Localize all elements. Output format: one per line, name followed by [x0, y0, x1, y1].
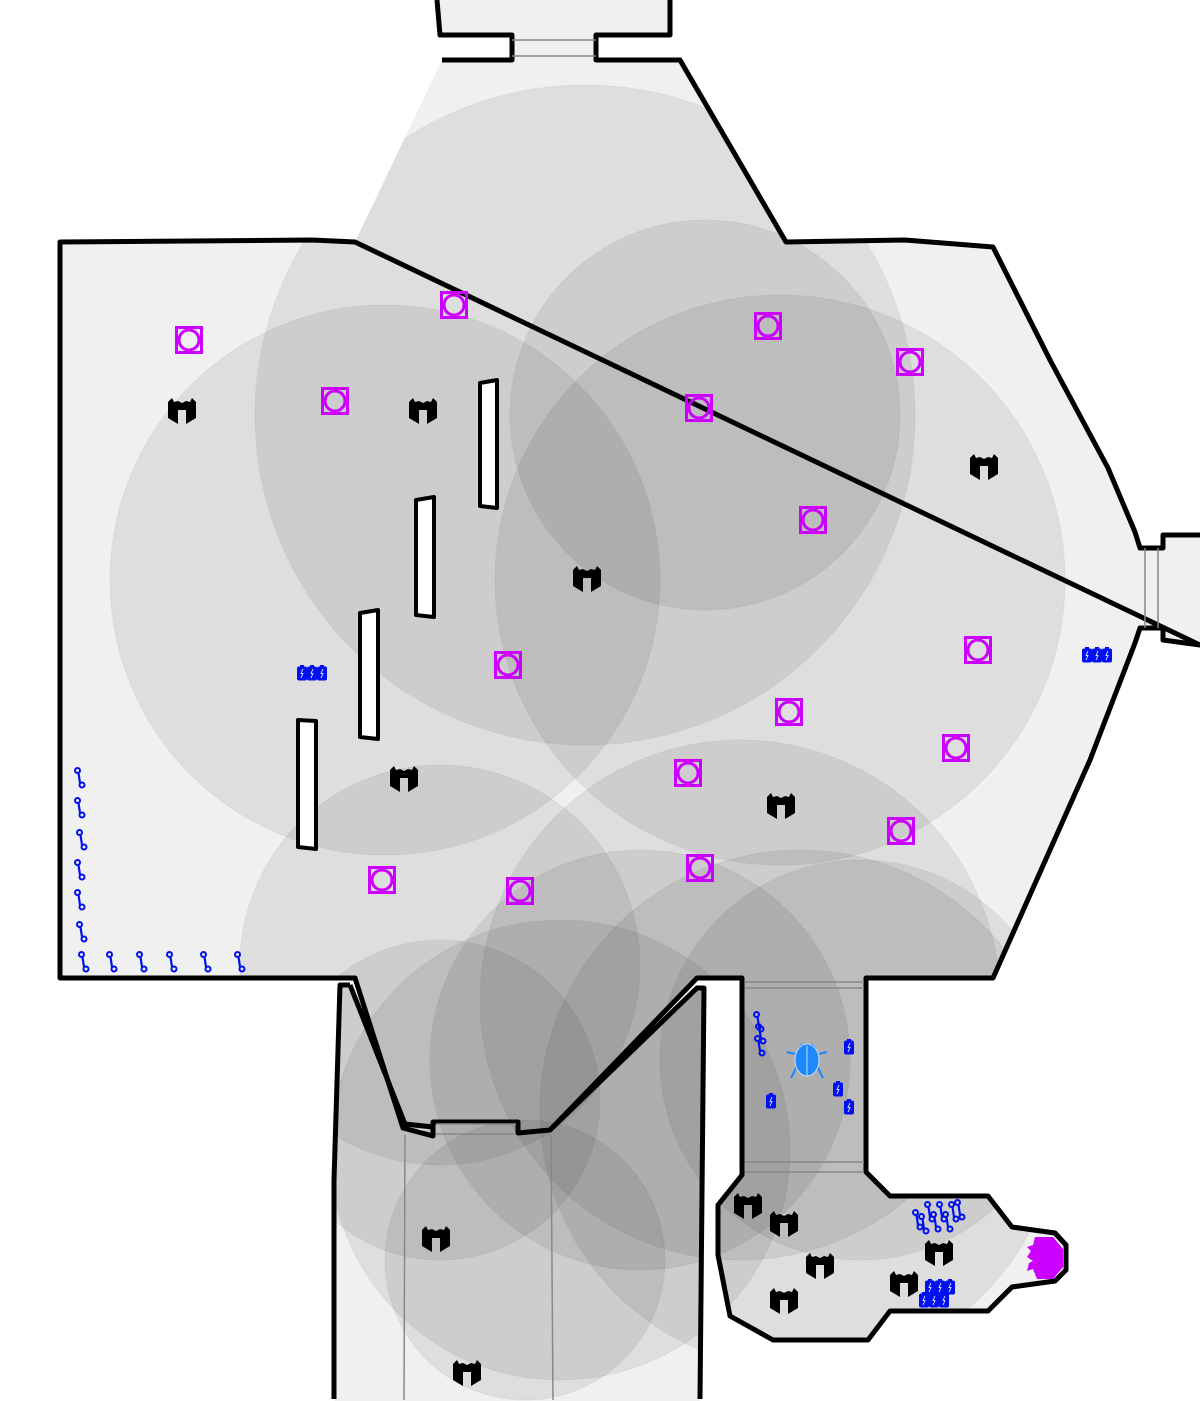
player-beetle-icon[interactable]	[786, 1043, 828, 1079]
battery-icon[interactable]	[844, 1099, 854, 1115]
battery-icon[interactable]	[297, 665, 307, 681]
battery-icon[interactable]	[307, 665, 317, 681]
battery-icon[interactable]	[766, 1093, 776, 1109]
wall-segment	[358, 608, 380, 741]
battery-icon[interactable]	[1082, 647, 1092, 663]
battery-icon[interactable]	[929, 1292, 939, 1308]
battery-icon[interactable]	[317, 665, 327, 681]
battery-icon[interactable]	[1092, 647, 1102, 663]
fog-circle	[429, 849, 851, 1271]
interior-walls	[296, 378, 499, 851]
wall-segment	[296, 718, 318, 851]
battery-icon[interactable]	[833, 1081, 843, 1097]
exit-magenta-splat-icon[interactable]	[1027, 1237, 1063, 1279]
fog-circle	[384, 1119, 666, 1401]
wall-segment	[414, 495, 436, 619]
map-walls	[57, 0, 1200, 1400]
fog-circle	[109, 304, 661, 856]
battery-icon[interactable]	[939, 1292, 949, 1308]
wall-segment	[478, 378, 499, 510]
lower-bay-inner-wall	[347, 984, 434, 1130]
battery-icon[interactable]	[919, 1292, 929, 1308]
doorways	[403, 39, 1159, 1401]
battery-icon[interactable]	[1102, 647, 1112, 663]
lower-bay-outline	[331, 982, 707, 1400]
battery-icon[interactable]	[844, 1039, 854, 1055]
battery-icon[interactable]	[945, 1279, 955, 1295]
main-room-outline	[57, 0, 1200, 1343]
